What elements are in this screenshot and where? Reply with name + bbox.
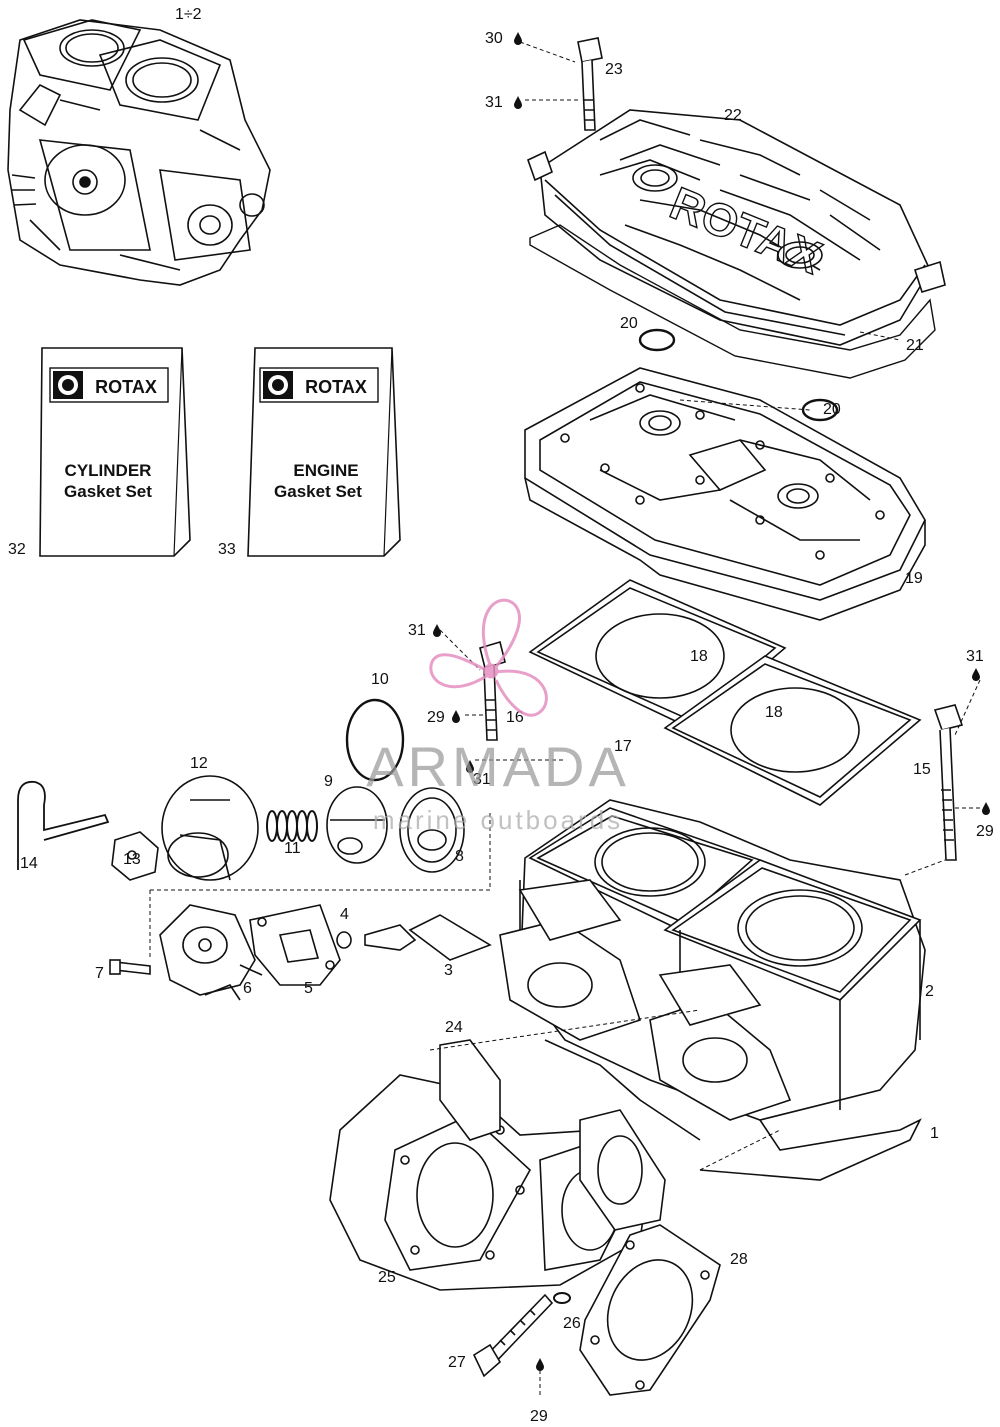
callout-15: 15 <box>913 761 931 778</box>
o-ring-20-left <box>638 328 676 352</box>
valve-3 <box>364 914 492 961</box>
o-ring-4 <box>336 931 352 949</box>
callout-3: 3 <box>444 962 453 979</box>
cylinder-block <box>499 799 926 1181</box>
lock-washer-26 <box>553 1292 571 1304</box>
callout-17: 17 <box>614 738 632 755</box>
head-gasket-18-right <box>663 655 922 806</box>
engine-gasket-set-pack: ROTAX ENGINE Gasket Set <box>247 347 401 557</box>
callout-29-bolt16: 29 <box>427 709 445 726</box>
head-cover-gasket <box>529 224 936 379</box>
cap-13 <box>111 831 159 881</box>
callout-22: 22 <box>724 107 742 124</box>
callout-31-bolt16-top: 31 <box>408 622 426 639</box>
callout-25: 25 <box>378 1269 396 1286</box>
callout-32: 32 <box>8 541 26 558</box>
armada-watermark: ARMADA marine outboards <box>366 598 630 835</box>
callout-2: 2 <box>925 983 934 1000</box>
pack-32-line2: Gasket Set <box>64 482 152 501</box>
cylinder-head <box>524 367 926 621</box>
callout-11: 11 <box>284 840 301 857</box>
cylinder-head-cover: ROTAX <box>527 109 946 346</box>
callout-31-bolt16-bottom: 31 <box>473 771 491 788</box>
callout-31-bolt23: 31 <box>485 94 503 111</box>
engine-assembly-illustration <box>7 19 271 286</box>
pack-33-line2: Gasket Set <box>274 482 362 501</box>
callout-1-2: 1÷2 <box>175 6 202 23</box>
callout-23: 23 <box>605 61 623 78</box>
cylinder-gasket-set-pack: ROTAX CYLINDER Gasket Set <box>39 347 191 557</box>
leader-lines <box>149 41 981 1395</box>
pack-32-line1: CYLINDER <box>65 461 152 480</box>
callout-4: 4 <box>340 906 349 923</box>
screw-7 <box>109 959 151 975</box>
piston-9 <box>326 786 388 864</box>
callout-numbers: 1÷2 1 2 3 4 5 6 7 8 9 10 11 12 13 14 15 … <box>8 6 994 1425</box>
callout-29-bolt27: 29 <box>530 1408 548 1425</box>
callout-13: 13 <box>123 851 141 868</box>
callout-5: 5 <box>304 980 313 997</box>
watermark-brand: ARMADA <box>366 735 630 798</box>
o-ring-20-right <box>801 398 839 422</box>
bolt-27 <box>472 1293 554 1378</box>
callout-12: 12 <box>190 755 208 772</box>
bolt-23 <box>577 37 603 131</box>
spring-clip-14 <box>17 780 110 870</box>
spring-11 <box>266 810 318 842</box>
callout-18-right: 18 <box>765 704 783 721</box>
housing-6 <box>159 904 263 1001</box>
gasket-5 <box>249 904 341 986</box>
callout-8: 8 <box>455 848 464 865</box>
cover-12 <box>161 775 259 881</box>
callout-1: 1 <box>930 1125 939 1142</box>
callout-18-left: 18 <box>690 648 708 665</box>
callout-20-right: 20 <box>823 401 841 418</box>
callout-21: 21 <box>906 337 924 354</box>
pack-33-brand: ROTAX <box>305 377 367 397</box>
bellows-8 <box>399 787 465 873</box>
callout-31-bolt15: 31 <box>966 648 984 665</box>
callout-19: 19 <box>905 570 923 587</box>
callout-29-bolt15: 29 <box>976 823 994 840</box>
callout-30: 30 <box>485 30 503 47</box>
callout-20-left: 20 <box>620 315 638 332</box>
propeller-logo <box>429 598 548 717</box>
callout-28: 28 <box>730 1251 748 1268</box>
watermark-tagline: marine outboards <box>373 805 623 835</box>
callout-14: 14 <box>20 855 38 872</box>
callout-33: 33 <box>218 541 236 558</box>
exhaust-gasket-24 <box>439 1039 666 1231</box>
callout-16: 16 <box>506 709 524 726</box>
callout-26: 26 <box>563 1315 581 1332</box>
callout-24: 24 <box>445 1019 463 1036</box>
callout-27: 27 <box>448 1354 466 1371</box>
callout-7: 7 <box>95 965 104 982</box>
bolt-15 <box>933 704 964 861</box>
callout-10: 10 <box>371 671 389 688</box>
callout-6: 6 <box>243 980 252 997</box>
pack-33-line1: ENGINE <box>293 461 358 480</box>
pack-32-brand: ROTAX <box>95 377 157 397</box>
exhaust-gasket-28 <box>579 1224 721 1396</box>
callout-9: 9 <box>324 773 333 790</box>
o-ring-10 <box>345 698 405 782</box>
